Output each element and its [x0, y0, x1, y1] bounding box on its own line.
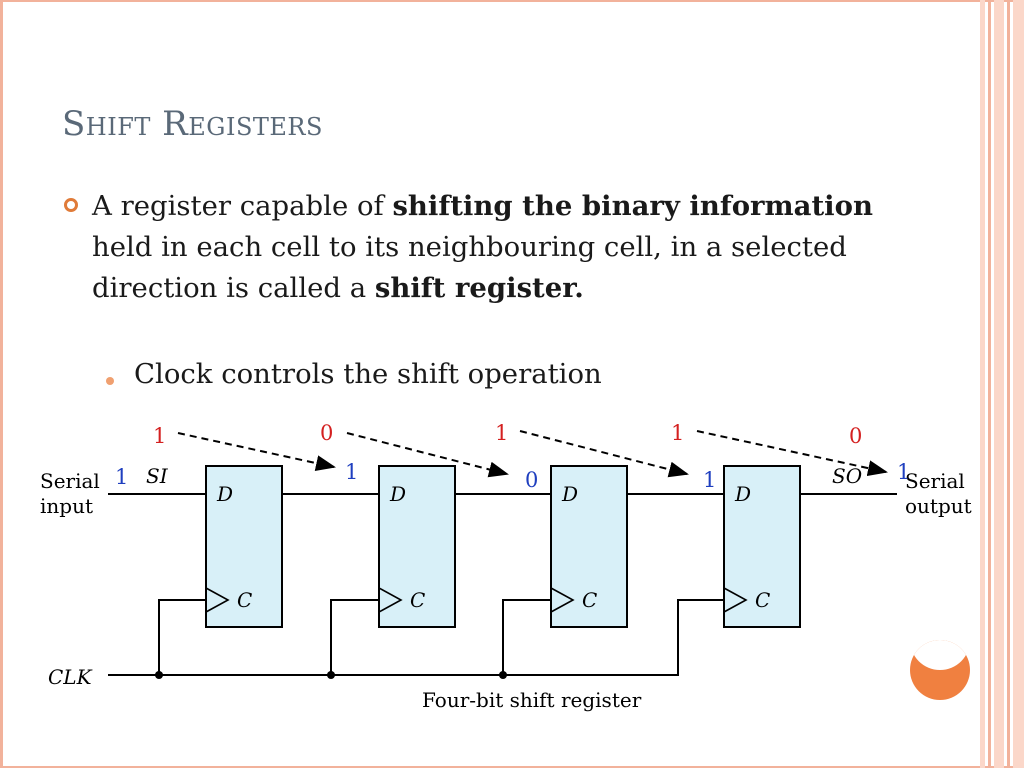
serial-input-label-line-2: input: [40, 494, 93, 518]
flipflop-c-label: C: [237, 588, 252, 612]
bullet-bold-part: shifting the binary information: [392, 190, 873, 222]
clock-junction-dot: [327, 671, 335, 679]
diagram-caption: Four-bit shift register: [422, 688, 642, 712]
clock-junction-dot: [155, 671, 163, 679]
clock-wires: [108, 599, 724, 676]
decorative-stripes: [980, 0, 1024, 768]
so-label: SO: [832, 464, 862, 488]
clock-junction-dot: [499, 671, 507, 679]
slide-frame-bottom: [0, 766, 1024, 768]
bullet-bold-part: shift register.: [374, 272, 584, 304]
bullet-text-part: held in each cell to its neighbouring ce…: [92, 231, 847, 304]
orange-circle-decoration: [910, 640, 970, 700]
before-value: 0: [849, 424, 862, 448]
si-label: SI: [146, 464, 169, 488]
flipflop-d-label: D: [561, 482, 578, 506]
flipflop-c-label: C: [582, 588, 597, 612]
flipflop-c-label: C: [755, 588, 770, 612]
flipflop-d-label: D: [389, 482, 406, 506]
before-value: 0: [320, 421, 333, 445]
flipflop-box-4: [723, 465, 801, 628]
after-value: 1: [345, 460, 358, 484]
after-value: 1: [115, 465, 128, 489]
after-value: 0: [525, 468, 538, 492]
shift-arrows: [177, 430, 888, 478]
flipflop-c-label: C: [410, 588, 425, 612]
clk-label: CLK: [48, 665, 93, 689]
flipflop-box-3: [550, 465, 628, 628]
bullet-paragraph: A register capable of shifting the binar…: [92, 186, 892, 309]
serial-output-label-line-1: Serial: [905, 469, 965, 493]
clock-input-triangles: [205, 587, 748, 613]
flipflop-box-2: [378, 465, 456, 628]
after-value: 1: [703, 468, 716, 492]
sub-bullet-dot-icon: [106, 377, 114, 385]
bullet-ring-icon: [64, 198, 78, 212]
flipflop-box-1: [205, 465, 283, 628]
before-value: 1: [671, 421, 684, 445]
before-value: 1: [495, 421, 508, 445]
flipflop-d-label: D: [734, 482, 751, 506]
slide-title: Shift Registers: [62, 104, 323, 144]
after-value: 1: [897, 460, 910, 484]
sub-bullet-text: Clock controls the shift operation: [134, 358, 602, 390]
serial-input-label-line-1: Serial: [40, 469, 100, 493]
bullet-text-part: A register capable of: [92, 190, 393, 222]
flipflop-d-label: D: [216, 482, 233, 506]
slide-frame-left: [0, 0, 3, 768]
slide-frame-top: [0, 0, 1024, 2]
before-value: 1: [153, 424, 166, 448]
serial-output-label-line-2: output: [905, 494, 972, 518]
